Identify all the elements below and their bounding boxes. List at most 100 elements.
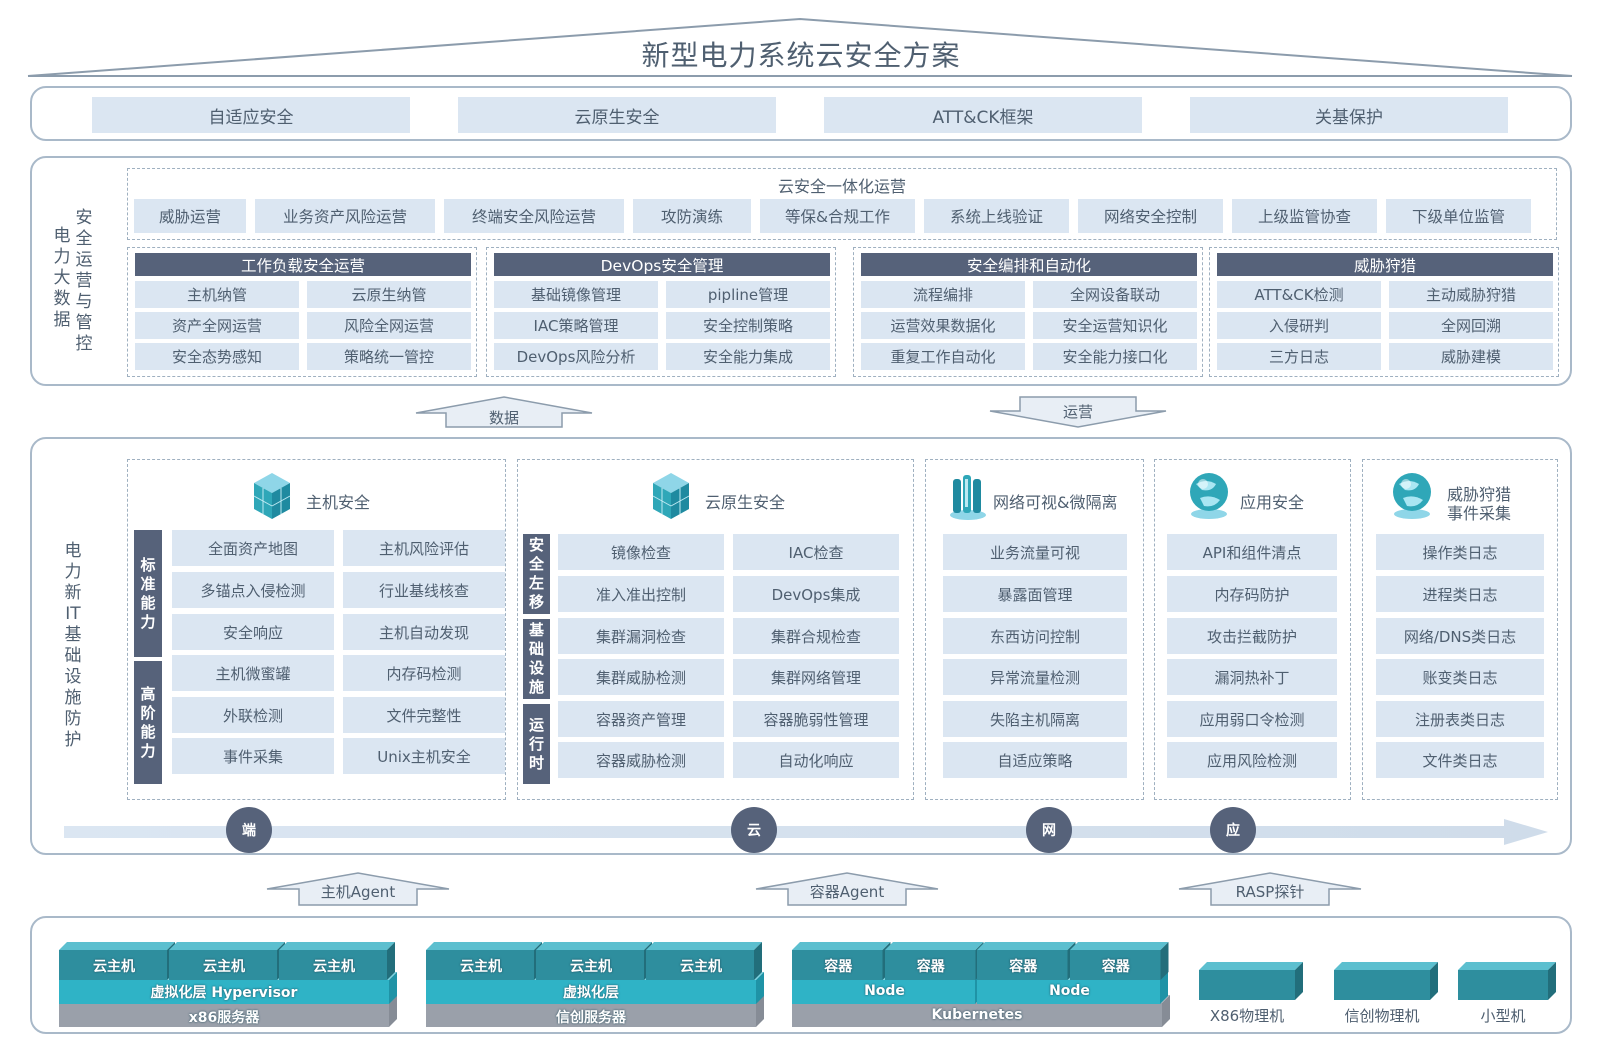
host-item: Unix主机安全	[343, 738, 505, 774]
cloud-bar-infra: 基础设施	[523, 619, 550, 699]
pillar-adaptive: 自适应安全	[92, 97, 410, 133]
cloud-column-title: 云原生安全	[705, 493, 786, 512]
ops-group-item: ATT&CK检测	[1217, 281, 1381, 308]
agent-label: 主机Agent	[320, 883, 396, 901]
pillar-attck: ATT&CK框架	[824, 97, 1142, 133]
host-item: 行业基线核查	[343, 572, 505, 608]
network-item: 暴露面管理	[943, 576, 1127, 612]
timeline-app: 应	[1210, 807, 1256, 853]
app-item: 攻击拦截防护	[1167, 618, 1337, 654]
ops-group-item: 主机纳管	[135, 281, 299, 308]
host-bar-standard: 标准能力	[134, 530, 162, 657]
ops-group-item: 安全态势感知	[135, 343, 299, 370]
app-item: 应用风险检测	[1167, 742, 1337, 778]
cloud-item: 集群网络管理	[733, 659, 899, 695]
pillar-cloud-native: 云原生安全	[458, 97, 776, 133]
ops-group-item: DevOps风险分析	[494, 343, 658, 370]
ops-group-box	[486, 247, 836, 377]
ops-side-label-left: 电力大数据	[53, 226, 71, 330]
data-up-arrow	[415, 396, 593, 428]
app-column-box	[1154, 459, 1351, 800]
ops-top-item: 等保&合规工作	[760, 199, 915, 233]
threat-item: 操作类日志	[1376, 534, 1544, 570]
ops-group-item: 主动威胁狩猎	[1389, 281, 1553, 308]
threat-item: 网络/DNS类日志	[1376, 618, 1544, 654]
pillar-cii: 关基保护	[1190, 97, 1508, 133]
ops-group-item: 重复工作自动化	[861, 343, 1025, 370]
stack-k8s-container-label: 容器	[1101, 959, 1130, 975]
ops-side-label-right: 安全运营与管控	[75, 208, 93, 354]
stack-hypervisor-vm-slab	[169, 942, 285, 980]
cloud-item: 自动化响应	[733, 742, 899, 778]
cloud-item: 镜像检查	[558, 534, 724, 570]
ops-group-item: 威胁建模	[1389, 343, 1553, 370]
ops-top-box	[127, 168, 1557, 240]
timeline-arrow	[64, 819, 1548, 845]
data-up-label: 数据	[488, 409, 519, 427]
cloud-native-icon	[652, 473, 690, 519]
ops-group-item: 风险全网运营	[307, 312, 471, 339]
ops-top-item: 业务资产风险运营	[255, 199, 435, 233]
stack-hypervisor-vm-label: 云主机	[203, 959, 245, 975]
agent-arrow	[755, 872, 939, 906]
ops-group-title: 工作负载安全运营	[135, 253, 471, 276]
timeline-network: 网	[1026, 807, 1072, 853]
stack-hypervisor-vm-label: 云主机	[93, 959, 135, 975]
stack-hypervisor-mid-label: 虚拟化层 Hypervisor	[150, 985, 298, 1001]
cloud-item: 容器资产管理	[558, 701, 724, 737]
cloud-item: 容器脆弱性管理	[733, 701, 899, 737]
network-column-box	[925, 459, 1144, 800]
stack-hypervisor-vm-slab	[279, 942, 395, 980]
ops-group-item: 安全运营知识化	[1033, 312, 1197, 339]
ops-group-item: pipline管理	[666, 281, 830, 308]
app-security-icon	[1190, 473, 1228, 519]
ops-top-item: 攻防演练	[633, 199, 751, 233]
stack-xinchuang-vm-slab	[646, 942, 762, 980]
cloud-item: IAC检查	[733, 534, 899, 570]
ops-group-item: 运营效果数据化	[861, 312, 1025, 339]
ops-group-item: 云原生纳管	[307, 281, 471, 308]
ops-group-box	[1209, 247, 1559, 377]
stack-k8s-container-label: 容器	[1009, 959, 1038, 975]
network-icon	[950, 475, 986, 520]
threat-item: 文件类日志	[1376, 742, 1544, 778]
ops-top-item: 上级监管协查	[1232, 199, 1377, 233]
roof-outline	[27, 17, 1573, 77]
stack-xinchuang-mid-label: 虚拟化层	[563, 985, 619, 1001]
ops-top-item: 网络安全控制	[1078, 199, 1223, 233]
page-title: 新型电力系统云安全方案	[641, 39, 961, 72]
host-column-box	[127, 459, 506, 800]
agent-label: RASP探针	[1235, 883, 1305, 901]
ops-group-item: 流程编排	[861, 281, 1025, 308]
threat-column-title-1: 威胁狩猎	[1447, 485, 1512, 504]
ops-top-item: 系统上线验证	[924, 199, 1069, 233]
timeline-endpoint: 端	[226, 807, 272, 853]
agent-arrow	[1178, 872, 1362, 906]
ops-top-label: 云安全一体化运营	[777, 177, 906, 196]
ops-down-arrow	[989, 396, 1167, 428]
ops-group-item: 安全能力集成	[666, 343, 830, 370]
ops-group-item: 安全能力接口化	[1033, 343, 1197, 370]
ops-group-item: 基础镜像管理	[494, 281, 658, 308]
ops-group-title: DevOps安全管理	[494, 253, 830, 276]
stack-k8s-container-slab	[1069, 942, 1168, 980]
agent-arrow	[266, 872, 450, 906]
host-item: 主机自动发现	[343, 614, 505, 650]
cloud-item: DevOps集成	[733, 576, 899, 612]
stack-xinchuang-vm-label: 云主机	[570, 959, 612, 975]
ops-top-item: 威胁运营	[134, 199, 246, 233]
app-item: 漏洞热补丁	[1167, 659, 1337, 695]
app-item: API和组件清点	[1167, 534, 1337, 570]
host-bar-advanced: 高阶能力	[134, 661, 162, 784]
threat-column-title-2: 事件采集	[1447, 504, 1512, 523]
host-item: 事件采集	[172, 738, 334, 774]
cloud-item: 集群威胁检测	[558, 659, 724, 695]
host-item: 外联检测	[172, 697, 334, 733]
network-item: 失陷主机隔离	[943, 701, 1127, 737]
stack-k8s-base-label: Kubernetes	[931, 1007, 1023, 1023]
threat-item: 账变类日志	[1376, 659, 1544, 695]
stack-hypervisor-vm-label: 云主机	[313, 959, 355, 975]
stack-k8s-container-label: 容器	[916, 959, 945, 975]
physical-machine-slab	[1334, 962, 1438, 1000]
